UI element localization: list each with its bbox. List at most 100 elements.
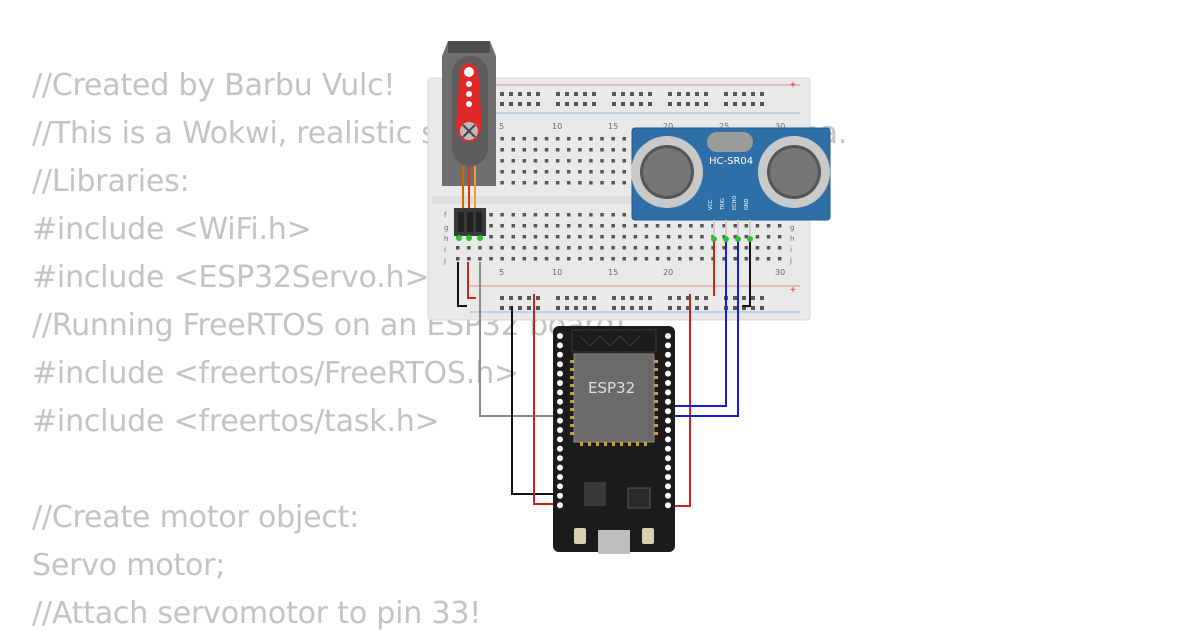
wire-servo-signal (479, 262, 558, 417)
breadboard-hole (578, 137, 582, 141)
rail-hole (760, 102, 764, 106)
breadboard-hole (689, 224, 693, 228)
module-pad (570, 400, 574, 403)
breadboard-hole (522, 213, 527, 217)
breadboard-hole (478, 257, 482, 261)
rail-hole (733, 306, 737, 310)
module-pad (570, 368, 574, 371)
breadboard-hole (511, 213, 515, 217)
wire-sensor-echo (668, 240, 739, 417)
esp32-pin (557, 408, 563, 415)
module-pad (654, 360, 658, 363)
breadboard-hole (589, 235, 593, 239)
esp32-board[interactable]: ESP32 (553, 326, 675, 554)
breadboard-hole (578, 181, 582, 185)
rail-hole (639, 306, 643, 310)
rail-hole (668, 306, 672, 310)
rail-hole (751, 92, 755, 96)
breadboard-hole (733, 235, 737, 239)
sensor-label: HC-SR04 (709, 156, 753, 167)
ultrasonic-sensor[interactable]: HC-SR04 VCC TRIG ECHO GND (631, 127, 831, 242)
breadboard-hole (644, 257, 649, 261)
breadboard-hole (755, 224, 760, 228)
breadboard-hole (555, 181, 560, 185)
rail-hole (509, 92, 513, 96)
breadboard-hole (700, 246, 704, 250)
breadboard-hole (567, 170, 571, 174)
rail-hole (704, 92, 708, 96)
esp32-label: ESP32 (588, 379, 635, 397)
breadboard-hole (522, 170, 527, 174)
breadboard-hole (522, 159, 527, 163)
breadboard-hole (722, 246, 726, 250)
reset-button[interactable] (642, 528, 654, 544)
rail-hole (686, 92, 690, 96)
breadboard-hole (733, 224, 737, 228)
rail-plus-label-bottom: + (790, 285, 796, 296)
esp32-pin (557, 464, 563, 471)
breadboard-hole (511, 224, 515, 228)
rail-hole (668, 102, 672, 106)
breadboard-hole (555, 235, 560, 239)
breadboard-hole (644, 224, 649, 228)
breadboard-hole (622, 137, 626, 141)
bb-col-num-10: 10 (552, 122, 562, 131)
breadboard-hole (578, 159, 582, 163)
module-pad (654, 376, 658, 379)
breadboard-hole (533, 170, 538, 174)
breadboard-hole (578, 213, 582, 217)
rail-hole (751, 306, 755, 310)
breadboard-hole (511, 181, 515, 185)
module-pad (570, 424, 574, 427)
breadboard-hole (544, 257, 549, 261)
module-pad (570, 392, 574, 395)
rail-hole (704, 296, 708, 300)
breadboard-hole (544, 170, 549, 174)
rail-hole (677, 296, 681, 300)
breadboard-hole (500, 257, 504, 261)
breadboard-hole (600, 137, 604, 141)
module-pad (570, 376, 574, 379)
breadboard-hole (777, 257, 782, 261)
code-line-include-freertos: #include <freertos/FreeRTOS.h> (32, 356, 519, 391)
servo-motor[interactable] (442, 41, 496, 241)
esp32-pin (665, 464, 671, 471)
esp32-pin (557, 361, 563, 368)
breadboard-hole (500, 235, 504, 239)
rail-hole (583, 102, 587, 106)
module-pad (654, 368, 658, 371)
esp32-pin (557, 474, 563, 480)
rail-hole (527, 92, 531, 96)
rail-hole (565, 296, 569, 300)
wire-sensor-gnd (742, 240, 751, 307)
breadboard-hole (777, 246, 782, 250)
breadboard-hole (511, 159, 515, 163)
rail-hole (592, 296, 596, 300)
rail-hole (527, 306, 531, 310)
breadboard-hole (622, 148, 626, 152)
usb-port (598, 530, 630, 554)
breadboard-hole (578, 257, 582, 261)
breadboard-hole (555, 148, 560, 152)
bb-row-i-right: i (790, 246, 792, 254)
module-pad (654, 392, 658, 395)
bb-col-num-15-bottom: 15 (608, 268, 618, 277)
module-pad (654, 384, 658, 387)
bb-row-h-right: h (790, 235, 794, 243)
boot-button[interactable] (574, 528, 586, 544)
breadboard-hole (689, 246, 693, 250)
rail-hole (612, 102, 616, 106)
breadboard-hole (567, 137, 571, 141)
rail-hole (677, 92, 681, 96)
breadboard-hole (777, 235, 782, 239)
breadboard-hole (755, 235, 760, 239)
breadboard-hole (622, 159, 626, 163)
breadboard-hole (622, 246, 626, 250)
breadboard-hole (589, 246, 593, 250)
breadboard-hole (600, 224, 604, 228)
breadboard-hole (744, 235, 749, 239)
breadboard-hole (555, 137, 560, 141)
esp32-pin (665, 417, 671, 424)
breadboard-hole (700, 257, 704, 261)
esp32-pin (665, 492, 671, 499)
